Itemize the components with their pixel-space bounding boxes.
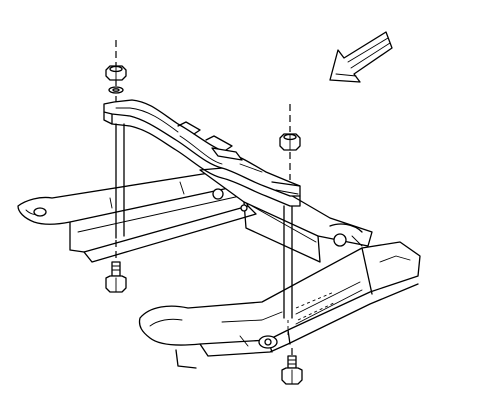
washer-upper-left <box>108 86 124 94</box>
front-direction-arrow-icon <box>329 31 393 83</box>
bolt-lower-left <box>105 261 127 293</box>
right-mounting-hardware <box>279 104 303 385</box>
left-mounting-hardware <box>105 40 127 293</box>
nut-upper-right <box>279 133 301 151</box>
nut-upper-left <box>105 65 127 81</box>
front-frame-rail <box>138 241 421 369</box>
crossmember <box>103 99 301 207</box>
rear-frame-rail <box>17 169 257 263</box>
bolt-lower-right <box>281 355 303 385</box>
